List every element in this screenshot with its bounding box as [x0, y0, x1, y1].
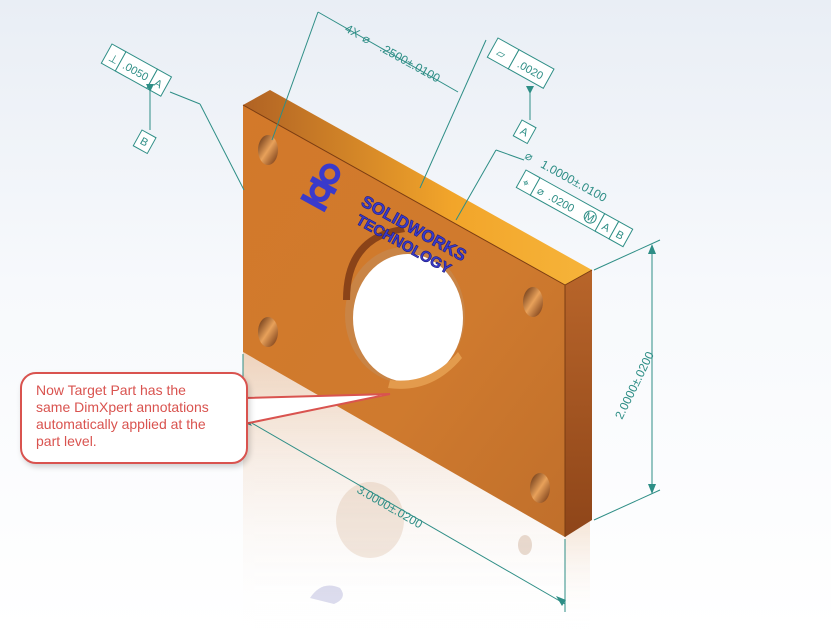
part-top-face[interactable]	[243, 90, 592, 285]
position-symbol-icon: ⌖	[520, 177, 531, 191]
corner-hole[interactable]	[258, 317, 278, 347]
height-dimension[interactable]: 2.0000±.0200	[593, 239, 661, 521]
hole-size-value: .2500±.0100	[378, 41, 443, 86]
logo-mark-icon	[300, 163, 341, 213]
corner-hole[interactable]	[530, 473, 550, 503]
center-hole-diameter-symbol-icon: ⌀	[523, 148, 536, 164]
callout-text: Now Target Part has the same DimXpert an…	[36, 382, 209, 449]
diameter-symbol-icon: ⌀	[360, 31, 373, 47]
annotation-callout[interactable]: Now Target Part has the same DimXpert an…	[20, 372, 248, 464]
hole-count: 4X	[343, 21, 363, 40]
corner-hole[interactable]	[523, 287, 543, 317]
position-diameter-symbol-icon: ⌀	[535, 185, 547, 199]
flatness-annotation[interactable]: ▱ .0020 A	[419, 37, 555, 189]
corner-hole[interactable]	[258, 135, 278, 165]
center-hole[interactable]	[343, 226, 465, 389]
part-reflection	[243, 352, 590, 631]
height-value: 2.0000±.0200	[612, 349, 657, 421]
part-side-face[interactable]	[565, 270, 592, 537]
perpendicularity-annotation[interactable]: ⊥ .0050 A B	[100, 43, 245, 191]
